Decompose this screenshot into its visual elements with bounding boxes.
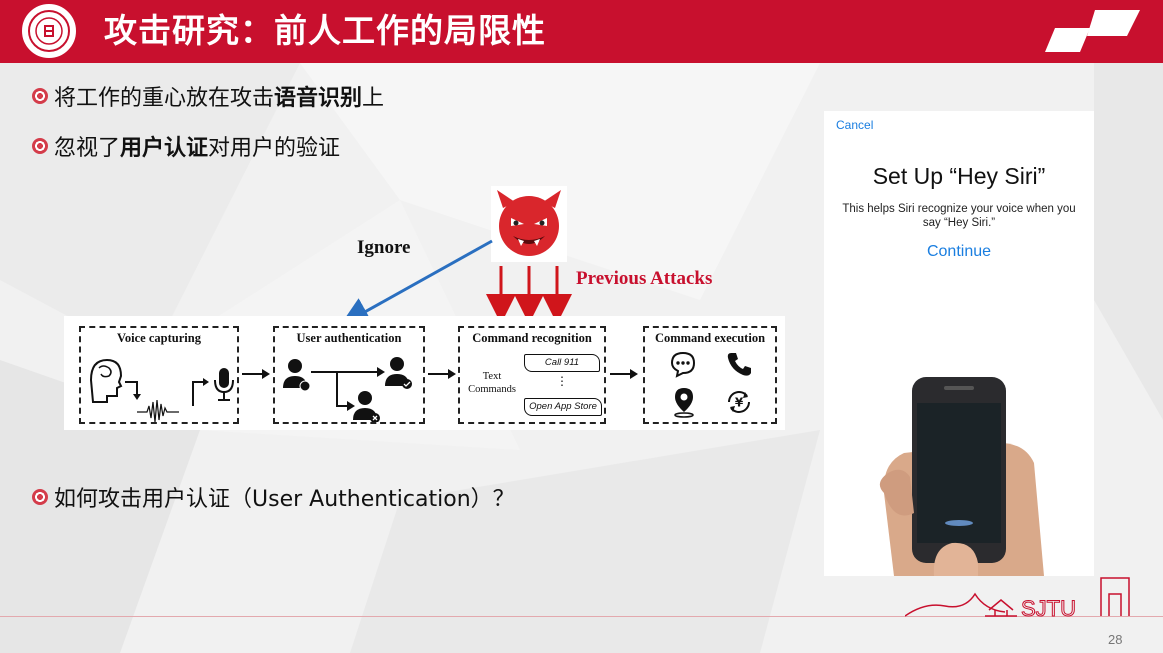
- svg-text:¥: ¥: [735, 396, 744, 410]
- chat-icon: [670, 351, 696, 378]
- question-bullet: 如何攻击用户认证（User Authentication）？: [32, 482, 515, 512]
- stage-user-authentication: User authentication: [273, 326, 425, 424]
- bullet-icon: [32, 489, 48, 505]
- voice-assistant-pipeline: Voice capturing User authentication: [64, 316, 785, 430]
- stage-command-recognition: Command recognition Text Commands Call 9…: [458, 326, 606, 424]
- stage-title: Command recognition: [472, 331, 592, 345]
- ignore-arrow: [339, 239, 493, 326]
- bullet-text-bold: 用户认证: [120, 136, 209, 161]
- logo-seal-icon: [35, 17, 63, 45]
- siri-setup-title: Set Up “Hey Siri”: [872, 163, 1046, 189]
- text-label: Text: [482, 371, 502, 382]
- verified-user-icon: [385, 357, 412, 389]
- page-number: 28: [1108, 632, 1123, 647]
- hey-siri-screenshot: Cancel Set Up “Hey Siri” This helps Siri…: [824, 111, 1094, 576]
- commands-label: Commands: [468, 384, 516, 395]
- bullet-text-pre: 将工作的重心放在攻击: [54, 86, 275, 111]
- hand-holding-phone-image: [879, 377, 1044, 576]
- stage-title: Command execution: [654, 331, 766, 345]
- corner-decoration-icon: [1045, 10, 1140, 52]
- cancel-link[interactable]: Cancel: [836, 118, 874, 132]
- command-open-app-store: Open App Store: [524, 398, 602, 416]
- siri-description: This helps Siri recognize your voice whe…: [842, 203, 1076, 229]
- stage-voice-capturing: Voice capturing: [79, 326, 239, 424]
- sjtu-watermark-icon: SJTU: [905, 577, 1130, 620]
- command-call-911: Call 911: [524, 354, 600, 372]
- bullet-text-post: 对用户的验证: [208, 136, 341, 161]
- bullet-icon: [32, 88, 48, 104]
- bullet-text-bold: 语音识别: [274, 86, 363, 111]
- attacker-devil: [491, 186, 567, 262]
- university-logo: [22, 4, 76, 58]
- user-auth-illustration: [283, 357, 412, 422]
- text-commands-label: Text Commands: [462, 370, 522, 396]
- microphone-icon: [214, 368, 234, 401]
- bullet-icon: [32, 138, 48, 154]
- ignore-label: Ignore: [357, 237, 411, 258]
- rejected-user-icon: [353, 391, 380, 422]
- sjtu-watermark-text: SJTU: [1021, 596, 1076, 620]
- bullet-speech-recognition: 将工作的重心放在攻击语音识别上: [32, 81, 384, 111]
- voice-capture-illustration: [89, 358, 234, 422]
- head-icon: [89, 358, 123, 403]
- flow-arrow-2: [428, 369, 456, 379]
- location-icon: [674, 388, 694, 418]
- flow-arrow-1: [242, 369, 270, 379]
- continue-button[interactable]: Continue: [926, 243, 992, 260]
- flow-arrow-3: [610, 369, 638, 379]
- command-ellipsis: ⋮: [556, 374, 568, 388]
- payment-icon: ¥: [728, 391, 750, 413]
- user-icon: [283, 359, 311, 392]
- phone-icon: [727, 353, 751, 376]
- previous-attacks-label: Previous Attacks: [576, 268, 713, 289]
- footer-divider: [0, 616, 1163, 617]
- stage-title: Voice capturing: [117, 331, 201, 345]
- stage-title: User authentication: [296, 331, 402, 345]
- logo-emblem: [28, 10, 70, 52]
- waveform-icon: [137, 399, 179, 422]
- header-bar: 攻击研究：前人工作的局限性: [0, 0, 1163, 63]
- page-title: 攻击研究：前人工作的局限性: [104, 11, 546, 50]
- bullet-text-pre: 忽视了: [54, 136, 121, 161]
- stage-command-execution: Command execution ¥: [643, 326, 777, 424]
- question-text: 如何攻击用户认证（User Authentication）？: [54, 487, 515, 512]
- bullet-text-post: 上: [362, 86, 385, 111]
- devil-icon: [497, 190, 561, 256]
- bullet-user-auth: 忽视了用户认证对用户的验证: [32, 131, 340, 161]
